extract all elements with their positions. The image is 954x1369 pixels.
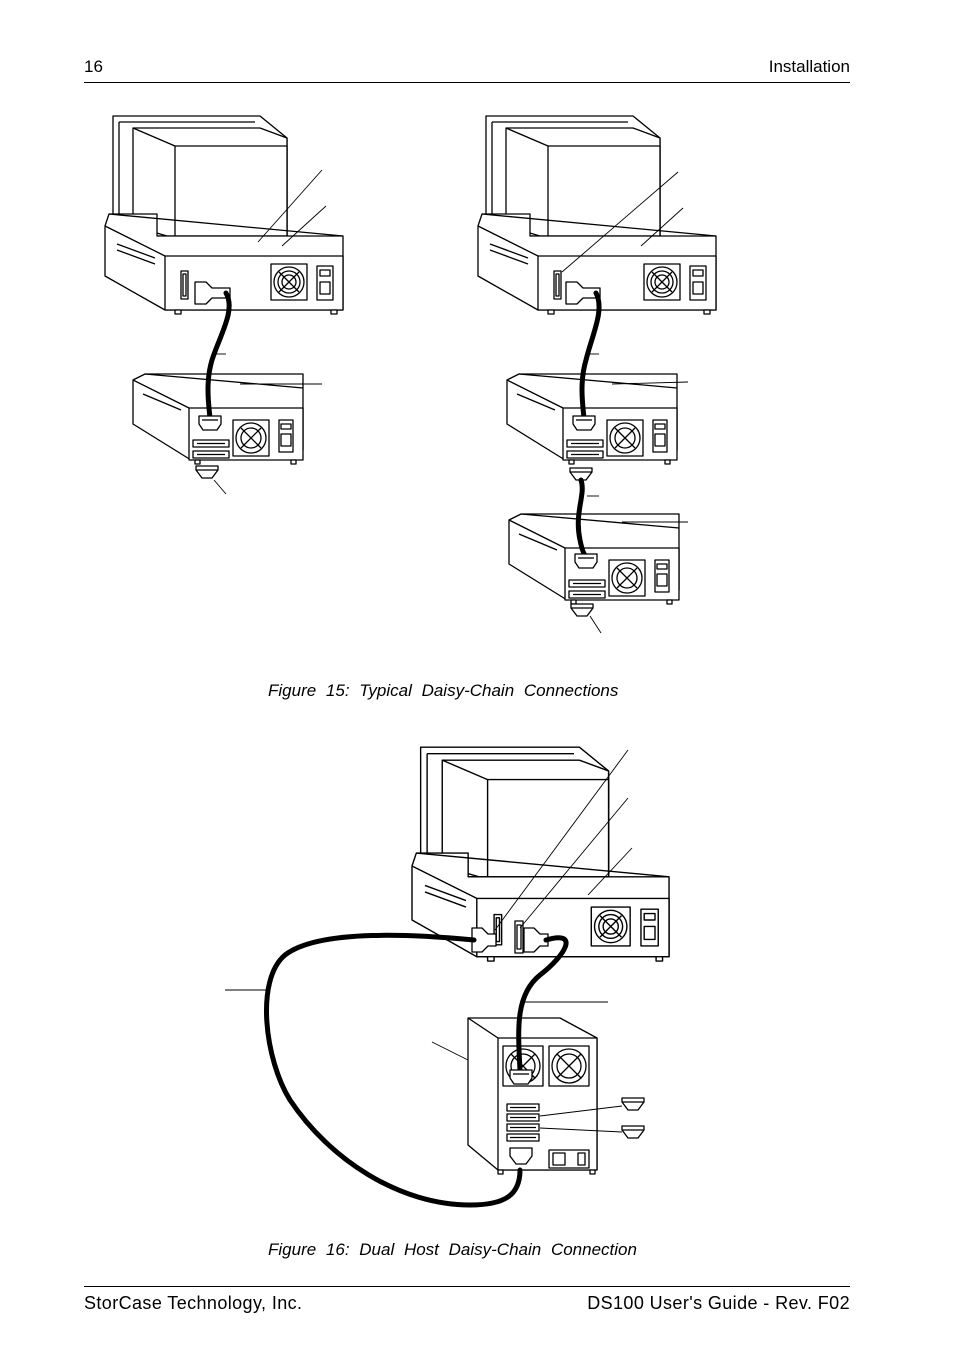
figure-16-diagram xyxy=(225,746,670,1208)
figure-16-caption: Figure 16: Dual Host Daisy-Chain Connect… xyxy=(268,1240,637,1259)
section-title: Installation xyxy=(768,57,850,76)
footer-document: DS100 User's Guide - Rev. F02 xyxy=(587,1293,850,1313)
footer-company: StorCase Technology, Inc. xyxy=(84,1293,303,1313)
header-rule xyxy=(84,82,850,83)
footer-rule xyxy=(84,1286,850,1287)
figure-15-caption: Figure 15: Typical Daisy-Chain Connectio… xyxy=(268,681,619,700)
figure-15-left-diagram xyxy=(104,115,344,495)
figure-15-right-diagram xyxy=(477,115,717,634)
page-number: 16 xyxy=(84,57,103,76)
